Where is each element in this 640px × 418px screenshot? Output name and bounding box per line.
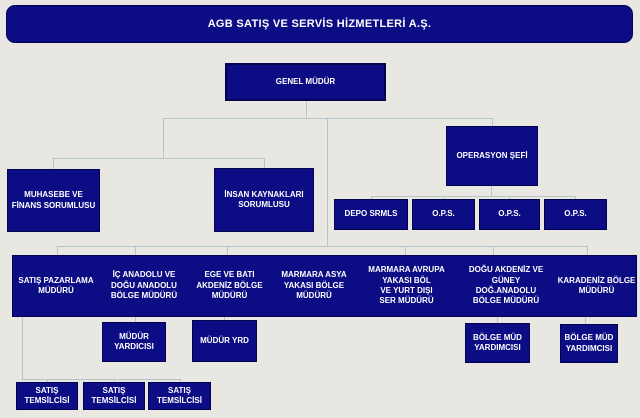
node-ic-anadolu-bolge-muduru: İÇ ANADOLU VE DOĞU ANADOLU BÖLGE MÜDÜRÜ <box>100 256 188 316</box>
node-label: SATIŞ TEMSİLCİSİ <box>157 385 202 405</box>
node-label: O.P.S. <box>432 209 455 219</box>
node-label: SATIŞ PAZARLAMA MÜDÜRÜ <box>18 275 94 295</box>
node-satis-temsilcisi-3: SATIŞ TEMSİLCİSİ <box>148 382 211 410</box>
node-row-bolge-mudurleri: SATIŞ PAZARLAMA MÜDÜRÜ İÇ ANADOLU VE DOĞ… <box>12 255 637 317</box>
connector-muhasebe-stub <box>53 159 54 169</box>
node-label: EGE VE BATI AKDENİZ BÖLGE MÜDÜRÜ <box>196 270 263 301</box>
node-muhasebe-finans: MUHASEBE VE FİNANS SORUMLUSU <box>7 169 100 232</box>
node-ops-2: O.P.S. <box>479 199 540 230</box>
node-label: MUHASEBE VE FİNANS SORUMLUSU <box>11 190 96 210</box>
connector-bar-stub-1 <box>57 247 58 255</box>
node-marmara-avrupa-bolge-muduru: MARMARA AVRUPA YAKASI BÖL VE YURT DIŞI S… <box>357 256 456 316</box>
connector-bar-stub-7 <box>587 247 588 255</box>
connector-byrd1-stub <box>497 317 498 323</box>
node-label: BÖLGE MÜD YARDIMCISI <box>564 333 614 353</box>
connector-myard-stub <box>135 317 136 322</box>
connector-st3-stub <box>180 379 181 382</box>
connector-st2-stub <box>114 379 115 382</box>
connector-genel-stub <box>306 101 307 118</box>
node-ops-3: O.P.S. <box>544 199 607 230</box>
node-bolge-mud-yardimcisi-1: BÖLGE MÜD YARDIMCISI <box>465 323 530 363</box>
connector-bar-stub-5 <box>405 247 406 255</box>
node-mudur-yrd: MÜDÜR YRD <box>192 320 257 362</box>
connector-rail-ops <box>371 196 576 197</box>
node-label: KARADENİZ BÖLGE MÜDÜRÜ <box>557 275 636 295</box>
node-label: İNSAN KAYNAKLARI SORUMLUSU <box>224 189 304 209</box>
node-operasyon-sefi: OPERASYON ŞEFİ <box>446 126 538 186</box>
node-label: SATIŞ TEMSİLCİSİ <box>91 385 137 405</box>
connector-rail-sorumlular <box>53 158 265 159</box>
node-satis-pazarlama-muduru: SATIŞ PAZARLAMA MÜDÜRÜ <box>12 256 100 316</box>
node-karadeniz-bolge-muduru: KARADENİZ BÖLGE MÜDÜRÜ <box>556 256 637 316</box>
company-title: AGB SATIŞ VE SERVİS HİZMETLERİ A.Ş. <box>207 17 432 30</box>
connector-bar-stub-2 <box>135 247 136 255</box>
connector-ops1-stub <box>443 196 444 199</box>
company-title-banner: AGB SATIŞ VE SERVİS HİZMETLERİ A.Ş. <box>6 5 633 43</box>
node-ops-1: O.P.S. <box>412 199 475 230</box>
node-genel-mudur: GENEL MÜDÜR <box>225 63 386 101</box>
node-label: OPERASYON ŞEFİ <box>456 150 528 160</box>
node-depo-srmls: DEPO SRMLS <box>334 199 408 230</box>
node-label: MÜDÜR YRD <box>200 335 249 345</box>
connector-ops2-stub <box>509 196 510 199</box>
connector-rail-temsilciler <box>22 379 181 380</box>
connector-satis-drop <box>22 317 23 379</box>
node-ege-bati-akdeniz-bolge-muduru: EGE VE BATI AKDENİZ BÖLGE MÜDÜRÜ <box>188 256 271 316</box>
node-marmara-asya-bolge-muduru: MARMARA ASYA YAKASI BÖLGE MÜDÜRÜ <box>271 256 357 316</box>
node-label: İÇ ANADOLU VE DOĞU ANADOLU BÖLGE MÜDÜRÜ <box>110 270 178 301</box>
node-mudur-yardicisi: MÜDÜR YARDICISI <box>102 322 166 362</box>
connector-operasyon-stub <box>492 119 493 126</box>
node-label: BÖLGE MÜD YARDIMCISI <box>473 332 522 352</box>
connector-byrd2-stub <box>585 317 586 324</box>
connector-rail-bolgeler <box>57 246 588 247</box>
node-label: DEPO SRMLS <box>344 209 398 219</box>
node-label: MARMARA AVRUPA YAKASI BÖL VE YURT DIŞI S… <box>368 265 445 306</box>
connector-myrd-stub <box>224 317 225 320</box>
node-label: DOĞU AKDENİZ VE GÜNEY DOĞ.ANADOLU BÖLGE … <box>468 265 544 306</box>
connector-rail-top <box>163 118 493 119</box>
node-satis-temsilcisi-2: SATIŞ TEMSİLCİSİ <box>83 382 145 410</box>
connector-bar-stub-6 <box>493 247 494 255</box>
node-bolge-mud-yardimcisi-2: BÖLGE MÜD YARDIMCISI <box>560 324 618 363</box>
node-label: GENEL MÜDÜR <box>275 76 336 86</box>
node-insan-kaynaklari: İNSAN KAYNAKLARI SORUMLUSU <box>214 168 314 232</box>
connector-st1-stub <box>47 379 48 382</box>
node-dogu-akdeniz-bolge-muduru: DOĞU AKDENİZ VE GÜNEY DOĞ.ANADOLU BÖLGE … <box>456 256 556 316</box>
connector-insan-stub <box>264 159 265 168</box>
node-label: SATIŞ TEMSİLCİSİ <box>24 385 70 405</box>
node-satis-temsilcisi-1: SATIŞ TEMSİLCİSİ <box>16 382 78 410</box>
node-label: O.P.S. <box>498 209 521 219</box>
connector-bar-stub-3 <box>227 247 228 255</box>
connector-left-drop <box>163 119 164 158</box>
node-label: O.P.S. <box>564 209 587 219</box>
connector-operasyon-down <box>491 186 492 196</box>
node-label: MÜDÜR YARDICISI <box>114 331 154 351</box>
connector-depo-stub <box>371 196 372 199</box>
connector-ops3-stub <box>575 196 576 199</box>
node-label: MARMARA ASYA YAKASI BÖLGE MÜDÜRÜ <box>281 270 347 301</box>
connector-main-drop <box>327 119 328 246</box>
